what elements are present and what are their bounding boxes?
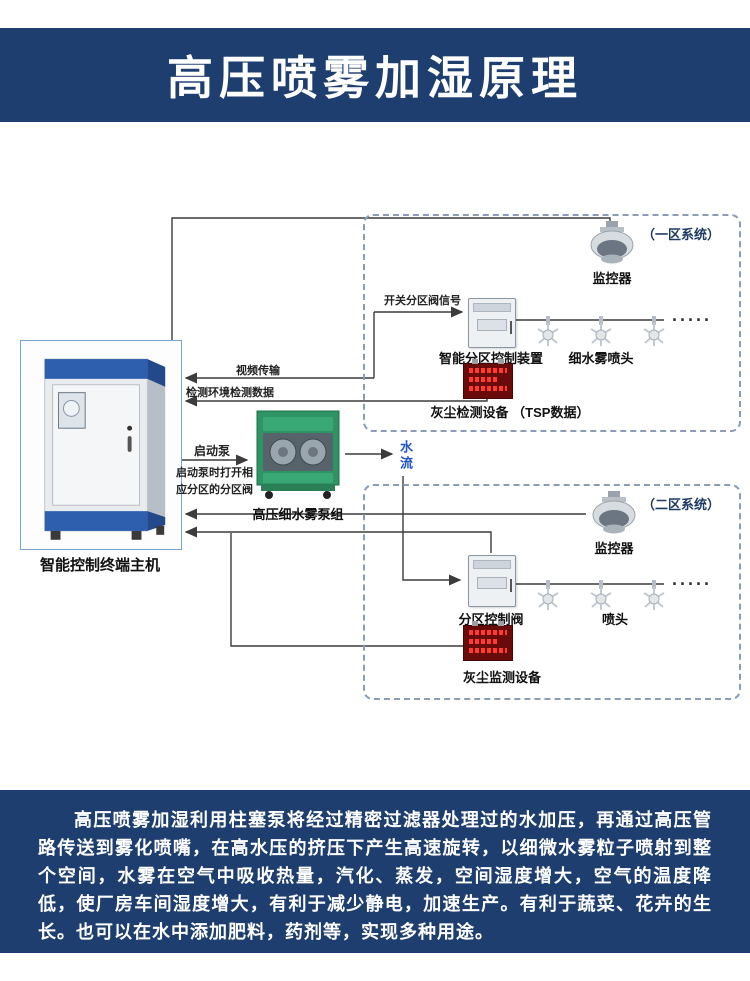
zone1-nozzle-label: 细水雾喷头 — [568, 351, 634, 366]
zone2-nozzle-3 — [639, 580, 669, 617]
nozzle-icon — [590, 580, 612, 610]
zone1-nozzle-1 — [533, 316, 563, 353]
nozzle-icon — [643, 580, 665, 610]
zone2-nozzle-2 — [586, 580, 616, 617]
nozzle-icon — [643, 316, 665, 346]
annotation-start-pump-note-2: 应分区的分区阀 — [176, 484, 253, 496]
led-row — [469, 630, 507, 635]
zone2-box — [363, 484, 741, 700]
zone1-controller-box — [468, 298, 516, 348]
controller-plate — [477, 319, 507, 332]
led-row — [469, 386, 507, 391]
zone2-valve-box — [468, 555, 516, 607]
zone2-camera-label: 监控器 — [594, 541, 634, 556]
controller-handle — [510, 578, 512, 592]
annotation-video-transmission: 视频传输 — [236, 365, 280, 377]
zone1-camera — [584, 220, 640, 271]
nozzle-icon — [537, 580, 559, 610]
page-title: 高压喷雾加湿原理 — [167, 52, 583, 104]
page: { "header": { "title": "高压喷雾加湿原理" }, "co… — [0, 28, 750, 981]
header-banner: 高压喷雾加湿原理 — [0, 28, 750, 122]
annotation-start-pump-note-1: 启动泵时打开相 — [176, 467, 253, 479]
mount-stub — [472, 359, 478, 364]
principle-diagram: 智能控制终端主机 高压细水雾泵组 视频传输 检测环境检测数据 开关分区阀信号 启… — [0, 122, 750, 790]
camera-icon — [592, 491, 636, 534]
led-row — [469, 377, 498, 382]
zone1-box — [363, 214, 741, 432]
led-row — [469, 639, 498, 644]
zone2-nozzle-label: 喷头 — [601, 612, 628, 627]
cabinet-illustration — [44, 358, 166, 540]
control-cabinet — [20, 340, 182, 550]
nozzle-icon — [590, 316, 612, 346]
zone1-title: （一区系统） — [642, 227, 721, 242]
pump-illustration — [256, 410, 340, 499]
zone2-title: （二区系统） — [642, 497, 721, 512]
mount-stub — [498, 359, 504, 364]
nozzle-icon — [537, 316, 559, 346]
cabinet-label: 智能控制终端主机 — [39, 557, 160, 574]
zone1-nozzle-2 — [586, 316, 616, 353]
annotation-valve-signal: 开关分区阀信号 — [384, 295, 461, 307]
controller-vent — [473, 560, 511, 569]
camera-icon — [590, 221, 634, 264]
led-row — [469, 368, 507, 373]
annotation-start-pump: 启动泵 — [194, 444, 231, 458]
zone2-more-nozzles-dots: ····· — [672, 574, 712, 594]
controller-vent — [473, 303, 511, 312]
pump-label: 高压细水雾泵组 — [252, 507, 344, 522]
zone1-nozzle-3 — [639, 316, 669, 353]
led-row — [469, 648, 507, 653]
zone1-dust-display — [463, 359, 513, 399]
zone1-controller-label: 智能分区控制装置 — [438, 351, 543, 366]
controller-plate — [477, 577, 507, 589]
annotation-env-data: 检测环境检测数据 — [186, 387, 274, 399]
zone1-camera-label: 监控器 — [592, 271, 632, 286]
zone2-nozzle-1 — [533, 580, 563, 617]
annotation-water-flow: 水流 — [398, 440, 413, 472]
description-panel: 高压喷雾加湿利用柱塞泵将经过精密过滤器处理过的水加压，再通过高压管路传送到雾化喷… — [0, 790, 750, 953]
zone1-more-nozzles-dots: ····· — [672, 310, 712, 330]
mount-stub — [498, 621, 504, 626]
zone2-dust-label: 灰尘监测设备 — [462, 670, 541, 685]
zone2-dust-display — [463, 621, 513, 661]
controller-handle — [510, 320, 512, 334]
mount-stub — [472, 621, 478, 626]
zone2-camera — [586, 490, 642, 541]
pump-unit — [253, 407, 343, 504]
zone1-dust-label: 灰尘检测设备 （TSP数据） — [430, 405, 590, 420]
principle-description: 高压喷雾加湿利用柱塞泵将经过精密过滤器处理过的水加压，再通过高压管路传送到雾化喷… — [38, 810, 712, 942]
